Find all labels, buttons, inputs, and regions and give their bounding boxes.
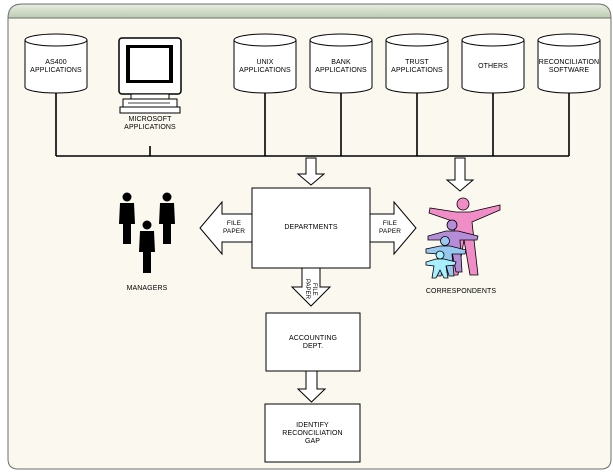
identify-label: IDENTIFY RECONCILIATION GAP [282,422,343,445]
correspondents-label: CORRESPONDENTS [425,288,497,295]
departments-to-managers-arrow [199,200,253,256]
bus-lines [55,92,570,157]
frame-header [7,3,612,19]
identify-box [264,403,361,463]
accounting-box [265,312,361,372]
departments-label: DEPARTMENTS [284,224,338,231]
departments-box [251,187,371,269]
database-unix-label: UNIX APPLICATIONS [239,59,291,74]
manager-figure-center [139,220,155,273]
database-as400-label: AS400 APPLICATIONS [30,59,82,74]
accounting-to-identify-arrow [296,370,327,403]
managers-label: MANAGERS [126,285,168,292]
database-unix-icon [233,33,297,94]
bus-to-departments-arrow [296,157,326,186]
right-arrow-label: FILE PAPER [378,220,402,235]
manager-figure-right [159,192,175,244]
database-group [24,33,601,94]
database-recon-icon [537,33,601,94]
dancing-people-icon [425,197,501,279]
database-recon-label: RECONCILIATION SOFTWARE [538,59,600,74]
left-arrow-label: FILE PAPER [222,220,246,235]
people-silhouette-icon [119,192,175,273]
database-bank-label: BANK APPLICATIONS [315,59,367,74]
desktop-computer-icon [118,37,182,114]
manager-figure-left [119,192,135,244]
database-others-icon [461,33,525,94]
accounting-label: ACCOUNTING DEPT. [288,335,338,350]
down-arrow-label: FILE PAPER [304,279,317,299]
database-trust-label: TRUST APPLICATIONS [391,59,443,74]
computer-label: MICROSOFT APPLICATIONS [124,116,176,131]
database-others-label: OTHERS [478,63,508,70]
database-trust-icon [385,33,449,94]
departments-to-accounting-arrow [290,267,332,307]
bus-to-correspondents-arrow [445,157,475,192]
database-as400-icon [24,33,88,94]
departments-to-correspondents-arrow [369,200,417,256]
figure-cyan [425,250,457,279]
database-bank-icon [309,33,373,94]
down-arrows-from-bus [296,157,475,192]
